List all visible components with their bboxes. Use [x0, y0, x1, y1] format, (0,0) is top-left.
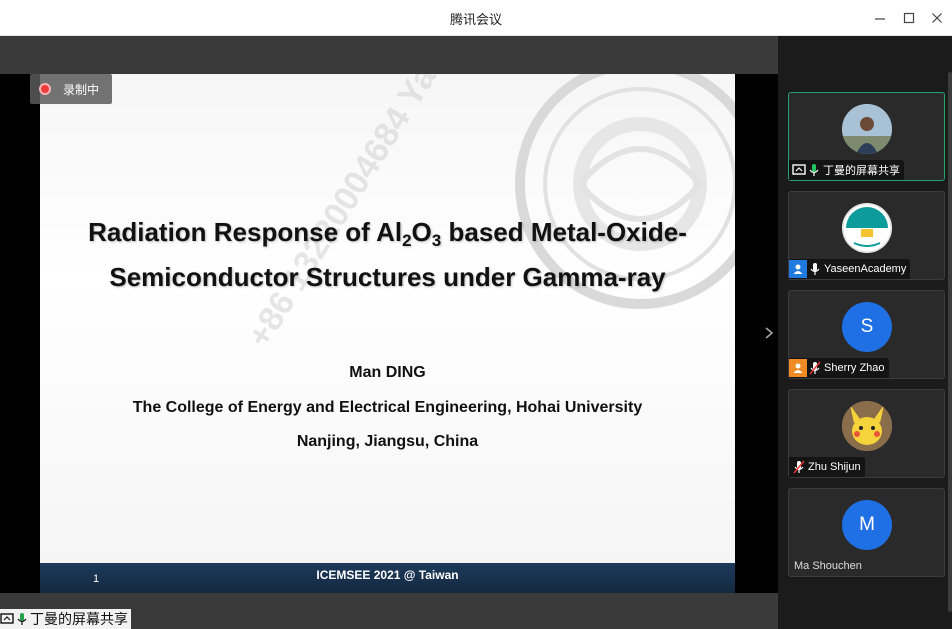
stage-top-bar	[0, 36, 778, 74]
participant-name: Ma Shouchen	[794, 560, 862, 572]
participant-avatar-letter: S	[842, 302, 892, 352]
microphone-icon	[809, 164, 819, 176]
screen-share-icon	[792, 164, 806, 175]
recording-label: 录制中	[63, 82, 100, 97]
participant-nametag: YaseenAcademy	[789, 259, 911, 279]
presenter-name: 丁曼的屏幕共享	[30, 612, 128, 628]
pikachu-photo-icon	[842, 401, 892, 451]
microphone-muted-icon	[809, 361, 821, 375]
minimize-icon	[875, 18, 885, 20]
presenter-label: 丁曼的屏幕共享	[0, 609, 131, 629]
academy-logo-icon	[842, 203, 892, 253]
slide-title: Radiation Response of Al2O3 based Metal-…	[88, 217, 687, 292]
recording-dot-icon	[39, 83, 51, 95]
letterbox-left	[0, 74, 40, 593]
slide-title-line2: Semiconductor Structures under Gamma-ray	[109, 262, 666, 292]
collapse-sidebar-button[interactable]	[762, 324, 776, 342]
slide-conference-label: ICEMSEE 2021 @ Taiwan	[316, 568, 459, 582]
participant-avatar-logo	[842, 203, 892, 253]
minimize-button[interactable]	[870, 8, 890, 28]
window-title: 腾讯会议	[449, 13, 502, 28]
window-titlebar: 腾讯会议	[0, 0, 952, 36]
screen-share-stage: +86 13220004684 YaseenAcademy Radiation …	[0, 36, 778, 629]
host-badge-icon	[789, 260, 807, 278]
participant-nametag: Zhu Shijun	[789, 457, 865, 477]
participant-sidebar: 丁曼的屏幕共享 YaseenAcademy S	[778, 36, 952, 629]
screen-share-icon	[0, 613, 14, 624]
participant-avatar-letter: M	[842, 500, 892, 550]
participant-avatar-photo	[842, 401, 892, 451]
cohost-badge-icon	[789, 359, 807, 377]
slide-author: Man DING	[349, 364, 426, 381]
slide-footer-bar: 1 ICEMSEE 2021 @ Taiwan	[40, 563, 735, 593]
participant-nametag: Ma Shouchen	[789, 556, 866, 576]
participant-avatar-photo	[842, 104, 892, 154]
shared-slide: +86 13220004684 YaseenAcademy Radiation …	[40, 74, 735, 593]
close-button[interactable]	[927, 8, 947, 28]
participant-name: Zhu Shijun	[808, 461, 861, 473]
university-seal-watermark	[515, 74, 735, 309]
participant-name: 丁曼的屏幕共享	[823, 165, 900, 177]
recording-indicator[interactable]: 录制中	[30, 74, 112, 104]
sidebar-scrollbar[interactable]	[948, 72, 952, 612]
participant-tile[interactable]: S Sherry Zhao	[788, 290, 945, 379]
participant-tile[interactable]: 丁曼的屏幕共享	[788, 92, 945, 181]
chevron-right-icon	[765, 327, 774, 339]
participant-name: YaseenAcademy	[824, 263, 907, 275]
microphone-icon	[810, 263, 820, 275]
close-icon	[932, 13, 942, 23]
participant-name: Sherry Zhao	[824, 362, 885, 374]
maximize-button[interactable]	[899, 8, 919, 28]
slide-location: Nanjing, Jiangsu, China	[296, 433, 479, 450]
person-photo-icon	[842, 104, 892, 154]
participant-tile[interactable]: YaseenAcademy	[788, 191, 945, 280]
maximize-icon	[903, 12, 915, 24]
slide-page-number: 1	[93, 573, 100, 585]
microphone-icon	[17, 613, 27, 625]
participant-tile[interactable]: Zhu Shijun	[788, 389, 945, 478]
microphone-muted-icon	[793, 460, 805, 474]
participant-nametag: Sherry Zhao	[789, 358, 889, 378]
participant-tile[interactable]: M Ma Shouchen	[788, 488, 945, 577]
slide-affiliation: The College of Energy and Electrical Eng…	[132, 399, 643, 416]
participant-nametag: 丁曼的屏幕共享	[789, 160, 904, 180]
